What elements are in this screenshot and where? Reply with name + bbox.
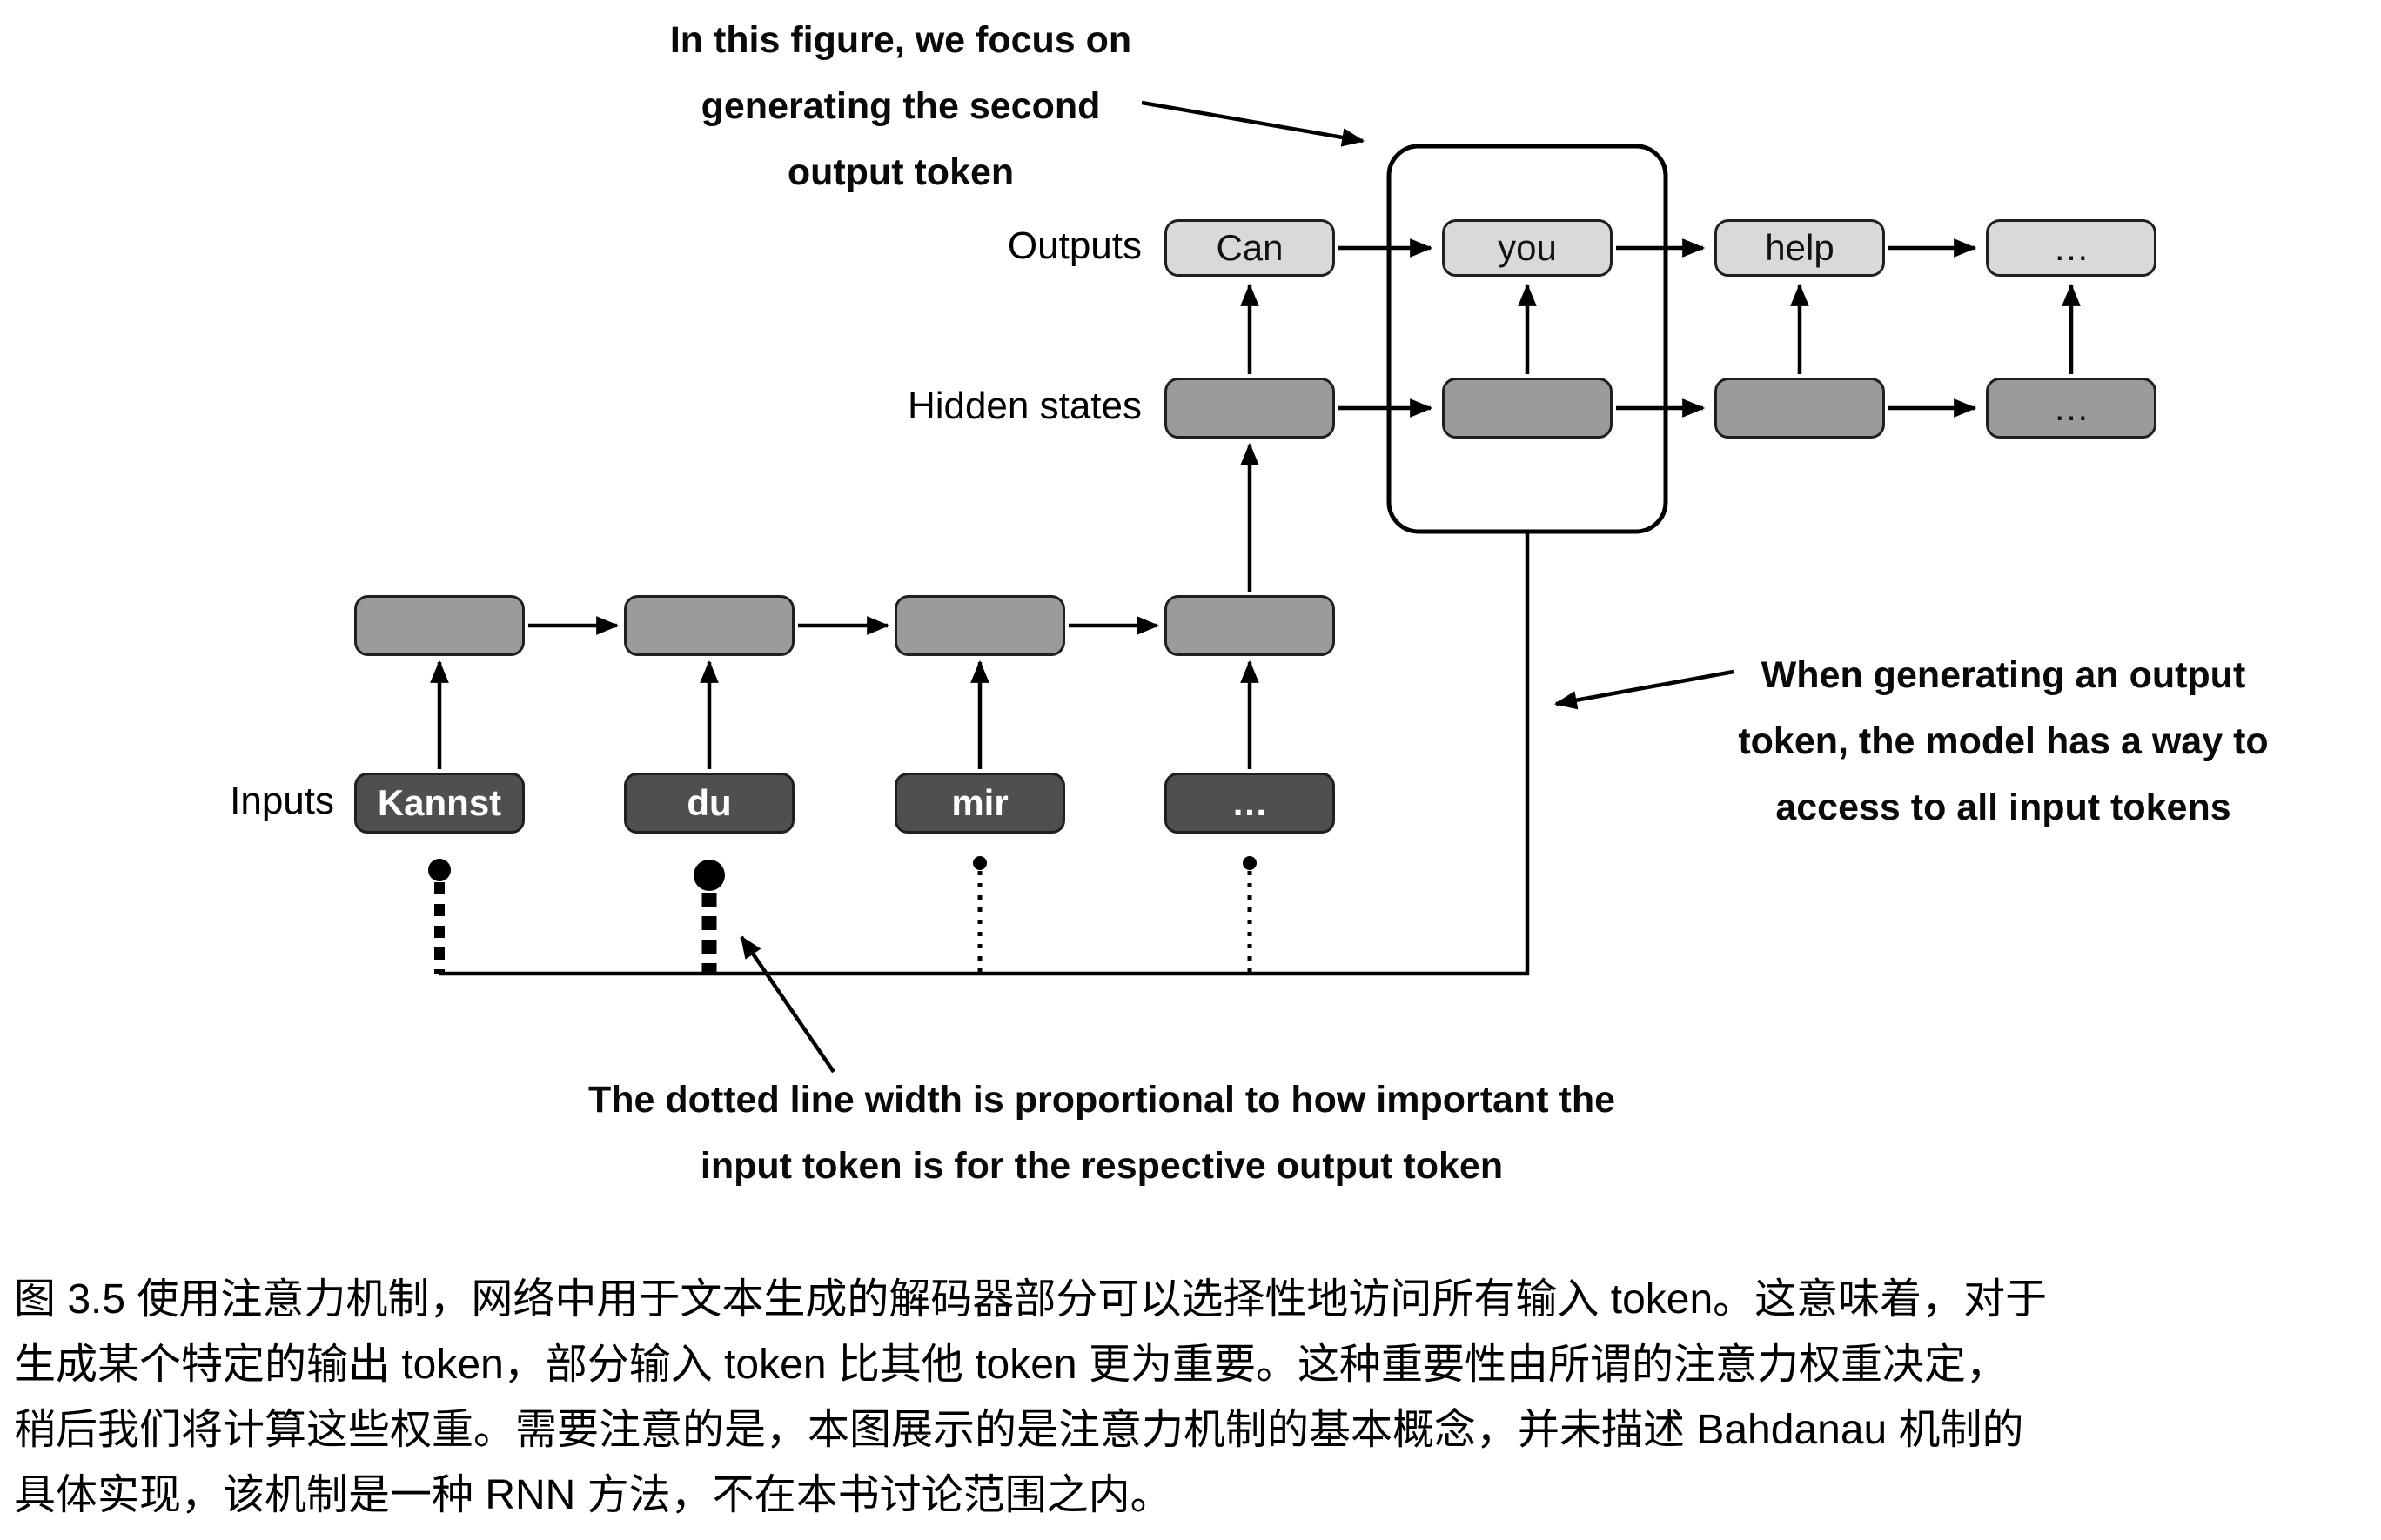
annotation-dotted-line: The dotted line width is proportional to… [587,1079,1616,1121]
caption-line: 生成某个特定的输出 token，部分输入 token 比其他 token 更为重… [14,1342,2008,1388]
figure-caption: 图 3.5 使用注意力机制，网络中用于文本生成的解码器部分可以选择性地访问所有输… [14,1267,2047,1528]
decoder-hidden-box-1 [1164,378,1335,439]
annotation-access-arrow [1553,669,1734,710]
annotation-dotted-line: input token is for the respective output… [700,1145,1504,1187]
output-box-help: help [1714,219,1885,277]
focus-frame [1386,144,1668,534]
output-box-can: Can [1164,219,1335,277]
caption-line: 稍后我们将计算这些权重。需要注意的是，本图展示的是注意力机制的基本概念，并未描述… [14,1407,2024,1453]
caption-line: 具体实现，该机制是一种 RNN 方法，不在本书讨论范围之内。 [14,1472,1172,1518]
attention-dot-ellipsis [1243,856,1257,870]
annotation-dotted: The dotted line width is proportional to… [519,1067,1685,1199]
input-box-ellipsis: … [1164,773,1335,834]
attention-dot-mir [973,856,987,870]
annotation-focus: In this figure, we focus on generating t… [540,7,1262,205]
output-box-you: you [1442,219,1613,277]
encoder-box-2 [624,595,795,656]
caption-line: 图 3.5 使用注意力机制，网络中用于文本生成的解码器部分可以选择性地访问所有输… [14,1276,2048,1322]
attention-dot-kannst [428,859,451,881]
annotation-access: When generating an output token, the mod… [1681,642,2325,840]
annotation-dotted-arrow [740,935,835,1074]
annotation-access-line: token, the model has a way to [1738,720,2269,762]
attention-collector-line [439,533,1530,976]
inputs-row-label: Inputs [230,780,334,822]
input-box-du: du [624,773,795,834]
input-box-kannst: Kannst [354,773,525,834]
annotation-focus-line: In this figure, we focus on [669,19,1132,61]
encoder-box-4 [1164,595,1335,656]
annotation-focus-line: output token [787,151,1015,193]
annotation-access-line: access to all input tokens [1775,787,2231,828]
encoder-box-3 [895,595,1065,656]
annotation-access-line: When generating an output [1761,654,2246,696]
annotation-focus-arrow [1141,100,1365,147]
decoder-hidden-box-2 [1442,378,1613,439]
hidden-states-row-label: Hidden states [907,385,1142,427]
annotation-focus-line: generating the second [701,85,1101,127]
decoder-hidden-box-4: … [1986,378,2156,439]
outputs-row-label: Outputs [1007,224,1142,267]
output-box-ellipsis: … [1986,219,2156,277]
input-box-mir: mir [895,773,1065,834]
decoder-hidden-box-3 [1714,378,1885,439]
encoder-box-1 [354,595,525,656]
attention-dot-du [694,860,725,891]
